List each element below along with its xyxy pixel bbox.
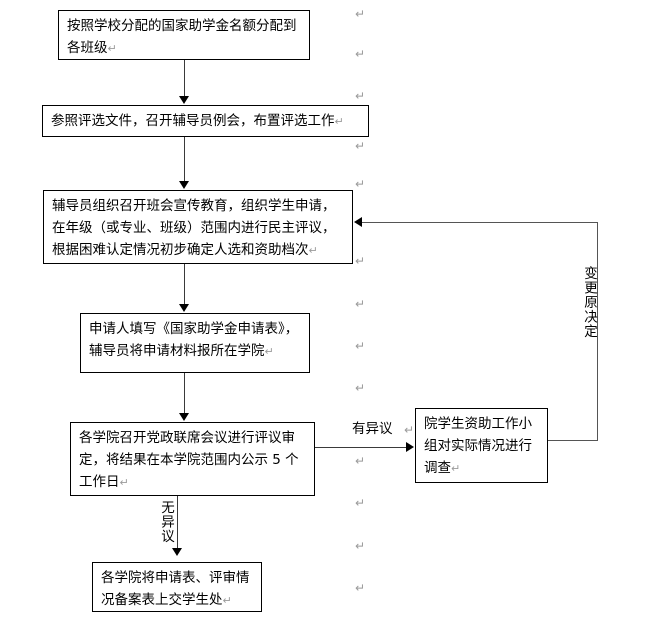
arrowhead-n3-to-n4 — [179, 304, 189, 312]
paragraph-mark: ↵ — [334, 115, 344, 128]
paragraph-mark: ↵ — [355, 454, 366, 468]
paragraph-mark: ↵ — [355, 7, 366, 21]
paragraph-mark: ↵ — [355, 177, 366, 191]
edge-label-no-objection: 无异议 — [158, 500, 174, 544]
paragraph-mark: ↵ — [404, 423, 415, 437]
connector-n6-to-riser — [548, 440, 598, 441]
paragraph-mark: ↵ — [355, 339, 366, 353]
process-box-application-form-text: 申请人填写《国家助学金申请表》，辅导员将申请材料报所在学院 — [89, 321, 299, 359]
arrowhead-riser-to-n3 — [354, 217, 362, 227]
process-box-allocate-quota[interactable]: 按照学校分配的国家助学金名额分配到各班级↵ — [58, 10, 310, 60]
paragraph-mark: ↵ — [355, 297, 366, 311]
connector-n5-to-n7 — [177, 496, 178, 549]
process-box-counselor-meeting-text: 参照评选文件，召开辅导员例会，布置评选工作 — [51, 113, 335, 129]
arrowhead-n4-to-n5 — [179, 413, 189, 421]
process-box-allocate-quota-text: 按照学校分配的国家助学金名额分配到各班级 — [67, 18, 297, 56]
connector-n4-to-n5 — [184, 373, 185, 414]
arrowhead-n2-to-n3 — [179, 181, 189, 189]
connector-n3-to-n4 — [184, 264, 185, 305]
edge-label-has-objection: 有异议 — [352, 421, 393, 437]
paragraph-mark: ↵ — [355, 89, 366, 103]
connector-riser-to-n3 — [362, 222, 598, 223]
connector-n1-to-n2 — [184, 60, 185, 97]
paragraph-mark: ↵ — [355, 539, 366, 553]
paragraph-mark: ↵ — [355, 139, 366, 153]
connector-riser-vertical — [597, 222, 598, 441]
process-box-submit-to-student-affairs-text: 各学院将申请表、评审情况备案表上交学生处 — [101, 570, 250, 608]
process-box-investigation-group-text: 院学生资助工作小组对实际情况进行调查 — [424, 416, 532, 476]
paragraph-mark: ↵ — [355, 381, 366, 395]
paragraph-mark: ↵ — [355, 254, 366, 268]
process-box-submit-to-student-affairs[interactable]: 各学院将申请表、评审情况备案表上交学生处↵ — [92, 562, 262, 612]
arrowhead-n5-to-n6 — [406, 442, 414, 452]
process-box-application-form[interactable]: 申请人填写《国家助学金申请表》，辅导员将申请材料报所在学院↵ — [80, 313, 310, 373]
arrowhead-n1-to-n2 — [179, 96, 189, 104]
paragraph-mark: ↵ — [119, 476, 129, 489]
connector-n2-to-n3 — [184, 137, 185, 182]
paragraph-mark: ↵ — [107, 42, 117, 55]
paragraph-mark: ↵ — [308, 244, 318, 257]
paragraph-mark: ↵ — [355, 47, 366, 61]
process-box-counselor-meeting[interactable]: 参照评选文件，召开辅导员例会，布置评选工作↵ — [42, 105, 369, 137]
paragraph-mark: ↵ — [451, 462, 461, 475]
process-box-class-meeting-review-text: 辅导员组织召开班会宣传教育，组织学生申请，在年级（或专业、班级）范围内进行民主评… — [52, 198, 336, 258]
paragraph-mark: ↵ — [222, 594, 232, 607]
edge-label-change-decision: 变更原决定 — [581, 266, 597, 339]
process-box-class-meeting-review[interactable]: 辅导员组织召开班会宣传教育，组织学生申请，在年级（或专业、班级）范围内进行民主评… — [43, 190, 353, 264]
paragraph-mark: ↵ — [355, 496, 366, 510]
paragraph-mark: ↵ — [355, 581, 366, 595]
process-box-college-joint-meeting[interactable]: 各学院召开党政联席会议进行评议审定，将结果在本学院范围内公示 5 个工作日↵ — [70, 422, 315, 496]
process-box-investigation-group[interactable]: 院学生资助工作小组对实际情况进行调查↵ — [415, 408, 548, 483]
paragraph-mark: ↵ — [264, 345, 274, 358]
process-box-college-joint-meeting-text: 各学院召开党政联席会议进行评议审定，将结果在本学院范围内公示 5 个工作日 — [79, 430, 299, 490]
arrowhead-n5-to-n7 — [172, 548, 182, 556]
connector-n5-to-n6 — [315, 447, 407, 448]
